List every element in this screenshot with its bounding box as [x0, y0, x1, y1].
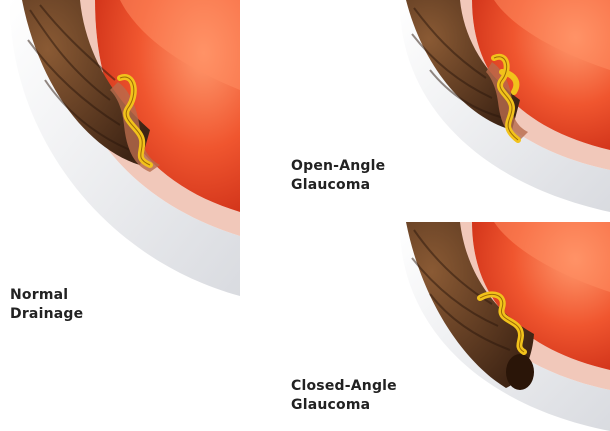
caption-line-1: Open-Angle [291, 157, 385, 176]
normal-drainage-label: Normal Drainage [10, 286, 83, 324]
open-angle-glaucoma-label: Open-Angle Glaucoma [291, 157, 385, 195]
open-angle-glaucoma-illustration [394, 0, 610, 212]
caption-line-2: Glaucoma [291, 396, 397, 415]
closed-angle-glaucoma-illustration [394, 222, 610, 431]
caption-line-1: Normal [10, 286, 83, 305]
caption-line-1: Closed-Angle [291, 377, 397, 396]
caption-line-2: Glaucoma [291, 176, 385, 195]
normal-drainage-illustration [0, 0, 240, 300]
caption-line-2: Drainage [10, 305, 83, 324]
closed-angle-glaucoma-label: Closed-Angle Glaucoma [291, 377, 397, 415]
blocked-angle [506, 354, 534, 390]
